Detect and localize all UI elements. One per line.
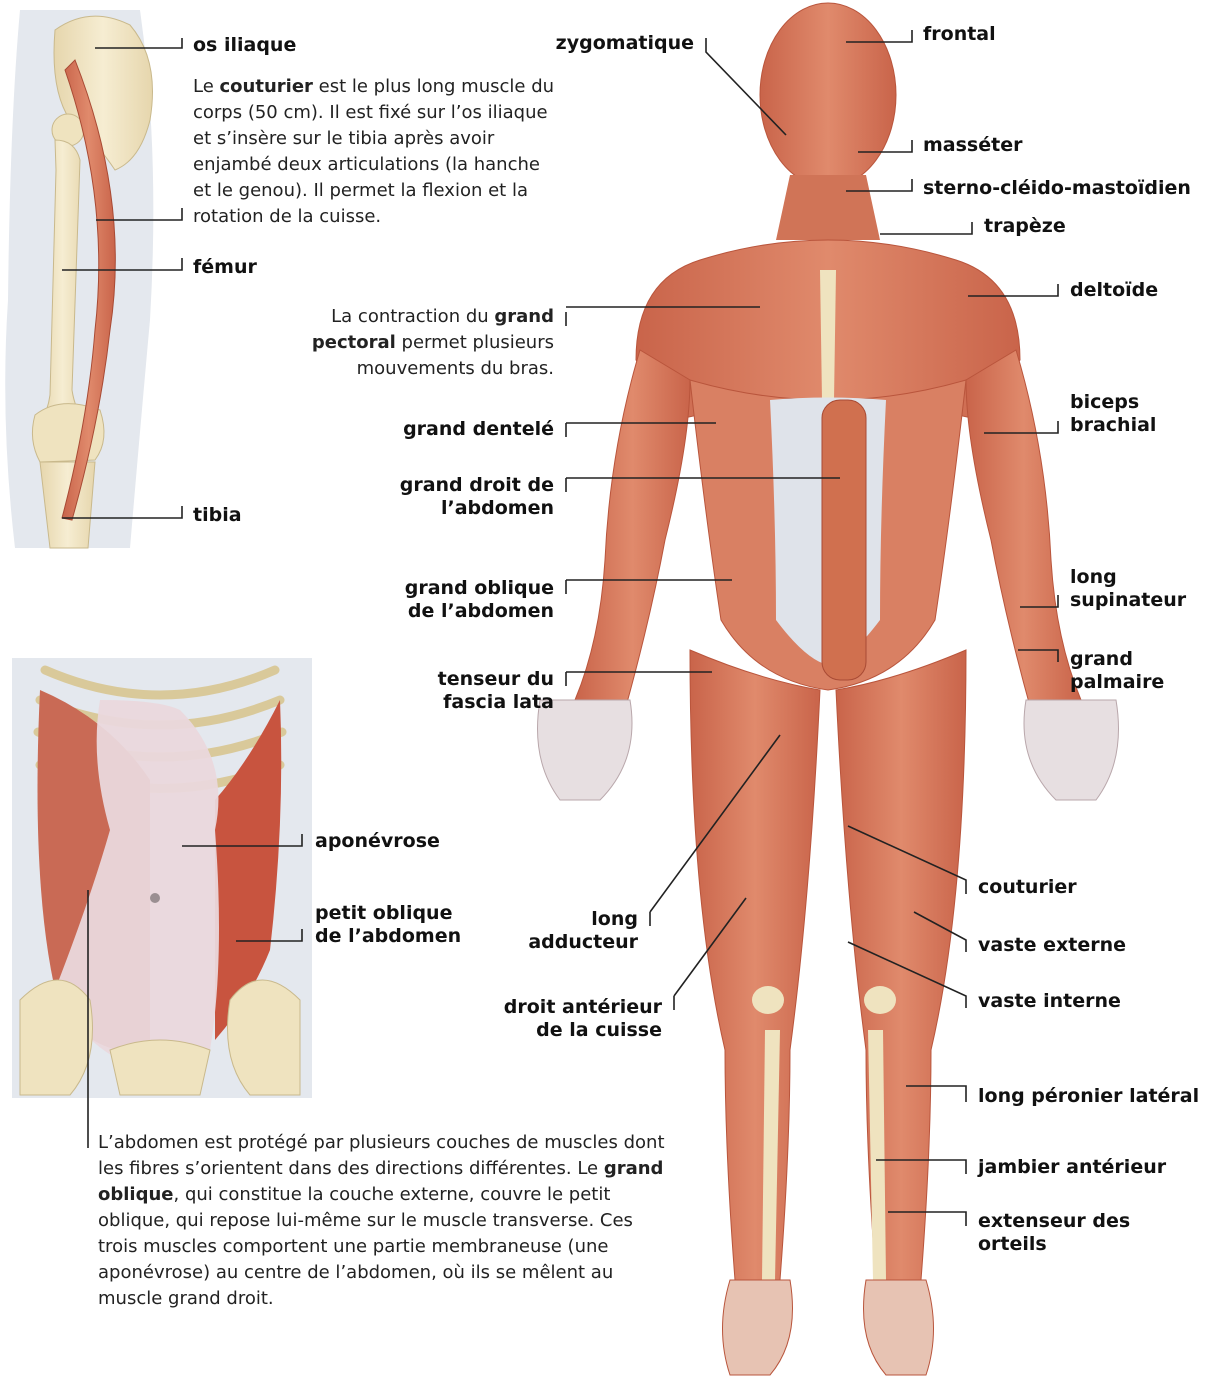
label-deltoide: deltoïde <box>1070 279 1158 302</box>
label-vaste-interne: vaste interne <box>978 990 1121 1013</box>
label-biceps: biceps brachial <box>1070 391 1156 437</box>
right-kneecap <box>864 986 896 1014</box>
label-tenseur: tenseur du fascia lata <box>438 668 554 714</box>
pectoral-description: La contraction du grand pectoral permet … <box>296 304 554 382</box>
label-droit-anterieur: droit antérieur de la cuisse <box>504 996 662 1042</box>
right-leg <box>836 650 966 1280</box>
couturier-term: couturier <box>220 76 313 97</box>
rectus-abdominis <box>822 400 866 680</box>
label-zygomatique: zygomatique <box>556 32 694 55</box>
label-trapeze: trapèze <box>984 215 1066 238</box>
left-kneecap <box>752 986 784 1014</box>
label-grand-oblique: grand oblique de l’abdomen <box>405 577 554 623</box>
right-foot <box>864 1280 934 1375</box>
label-petit-oblique: petit oblique de l’abdomen <box>315 902 461 948</box>
label-long-peronier: long péronier latéral <box>978 1085 1199 1108</box>
label-long-supinateur: long supinateur <box>1070 566 1186 612</box>
label-grand-dentele: grand dentelé <box>403 418 554 441</box>
label-frontal: frontal <box>923 23 996 46</box>
left-arm <box>575 350 690 710</box>
couturier-description: Le couturier est le plus long muscle du … <box>193 74 563 230</box>
left-leg <box>690 650 820 1280</box>
label-femur: fémur <box>193 256 257 279</box>
label-os-iliaque: os iliaque <box>193 34 296 57</box>
label-jambier: jambier antérieur <box>978 1156 1166 1179</box>
label-masseter: masséter <box>923 134 1022 157</box>
right-tibia-strip <box>868 1030 886 1280</box>
head <box>760 3 896 187</box>
left-hand <box>538 700 633 800</box>
label-extenseur: extenseur des orteils <box>978 1210 1130 1256</box>
left-foot <box>723 1280 793 1375</box>
label-vaste-externe: vaste externe <box>978 934 1126 957</box>
label-tibia: tibia <box>193 504 242 527</box>
abdomen-panel-illustration <box>12 658 312 1098</box>
label-grand-palmaire: grand palmaire <box>1070 648 1164 694</box>
navel <box>150 893 160 903</box>
right-arm <box>966 350 1081 710</box>
right-hand <box>1024 700 1119 800</box>
label-long-adducteur: long adducteur <box>528 908 638 954</box>
label-sterno: sterno-cléido-mastoïdien <box>923 177 1191 200</box>
abdomen-description: L’abdomen est protégé par plusieurs couc… <box>98 1130 678 1312</box>
label-grand-droit: grand droit de l’abdomen <box>400 474 554 520</box>
neck <box>776 175 880 240</box>
label-aponevrose: aponévrose <box>315 830 440 853</box>
sternum <box>820 270 836 400</box>
label-couturier: couturier <box>978 876 1077 899</box>
leg-panel-illustration <box>5 10 153 548</box>
